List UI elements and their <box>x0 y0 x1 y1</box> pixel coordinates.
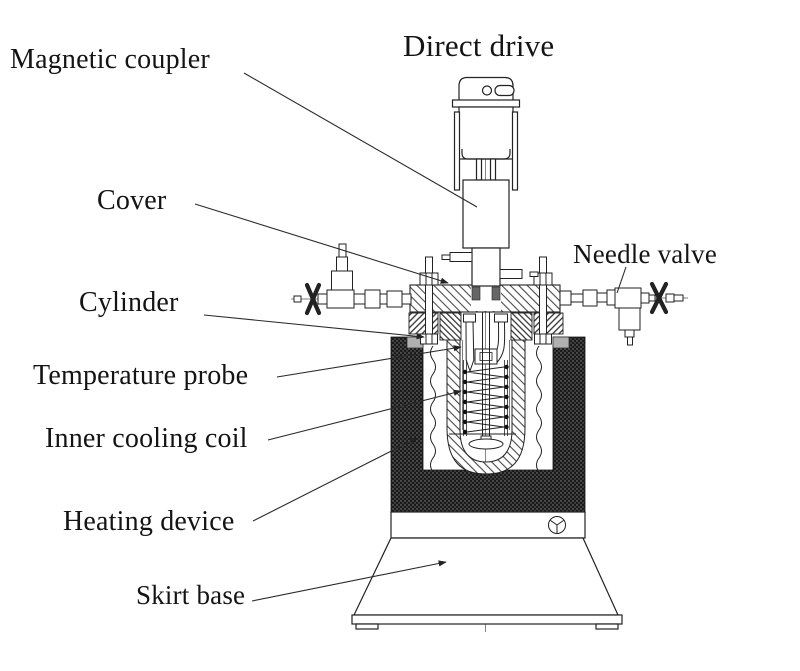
impeller <box>468 438 504 450</box>
motor-flange <box>451 99 521 108</box>
temperature-probe-part <box>463 313 476 373</box>
heating-device-block <box>390 336 586 513</box>
flange-outer-left <box>408 312 439 335</box>
gland-right <box>491 286 501 301</box>
coil-tube-sections <box>462 364 509 435</box>
label-cover: Cover <box>97 185 167 216</box>
flange-inner-left <box>439 312 462 341</box>
cover-bolt-right <box>533 256 553 345</box>
label-cylinder: Cylinder <box>79 287 179 318</box>
label-magnetic-coupler: Magnetic coupler <box>10 44 210 75</box>
motor-rail-left <box>453 111 461 191</box>
vessel-internals <box>462 248 509 450</box>
base-foot-right <box>595 623 619 630</box>
gland-left <box>471 286 481 301</box>
leader-heating-device <box>252 437 418 522</box>
label-skirt-base: Skirt base <box>136 580 246 610</box>
label-heating-device: Heating device <box>63 506 235 537</box>
stirrer-motor <box>441 76 539 287</box>
label-inner-cooling-coil: Inner cooling coil <box>45 423 248 454</box>
handwheel-right <box>649 281 669 315</box>
label-needle-valve: Needle valve <box>573 239 718 269</box>
base-plate <box>351 614 623 625</box>
label-direct-drive: Direct drive <box>403 28 555 63</box>
label-temperature-probe: Temperature probe <box>33 360 249 391</box>
magnetic-coupler-block <box>462 179 510 249</box>
valve-outlet-branch <box>618 307 641 346</box>
gas-line-left <box>291 243 412 316</box>
leader-temperature-probe <box>276 345 462 378</box>
heater-coil-wave-right <box>536 345 542 473</box>
skirt-base-stand <box>351 511 623 630</box>
cooling-barbs <box>441 252 539 279</box>
flange-outer-right <box>533 312 564 335</box>
needle-valve-left-vertical <box>331 243 353 291</box>
leader-magnetic-coupler <box>243 72 478 208</box>
motor-cap-plug <box>494 84 515 97</box>
fan-logo-icon <box>548 516 566 534</box>
handwheel-left <box>304 282 322 316</box>
leader-inner-cooling-coil <box>267 389 462 441</box>
needle-valve-body <box>614 287 642 309</box>
heater-cap-right <box>552 336 570 349</box>
leader-lines <box>194 72 627 602</box>
flange-inner-right <box>510 312 533 341</box>
gas-line-right <box>559 281 688 346</box>
shaft-housing <box>471 247 501 287</box>
base-foot-left <box>355 623 379 630</box>
leader-skirt-base <box>251 560 447 602</box>
inner-cooling-coil-part <box>462 360 509 436</box>
motor-rail-right <box>511 111 519 191</box>
motor-body <box>458 106 514 160</box>
shaft-coupling <box>474 348 498 365</box>
motor-cap-eyelet <box>481 85 493 96</box>
leader-cylinder <box>203 314 425 340</box>
heater-coil-wave-left <box>430 345 436 473</box>
leader-needle-valve <box>616 266 627 294</box>
skirt-cone <box>353 537 619 616</box>
leader-cover <box>194 203 449 284</box>
